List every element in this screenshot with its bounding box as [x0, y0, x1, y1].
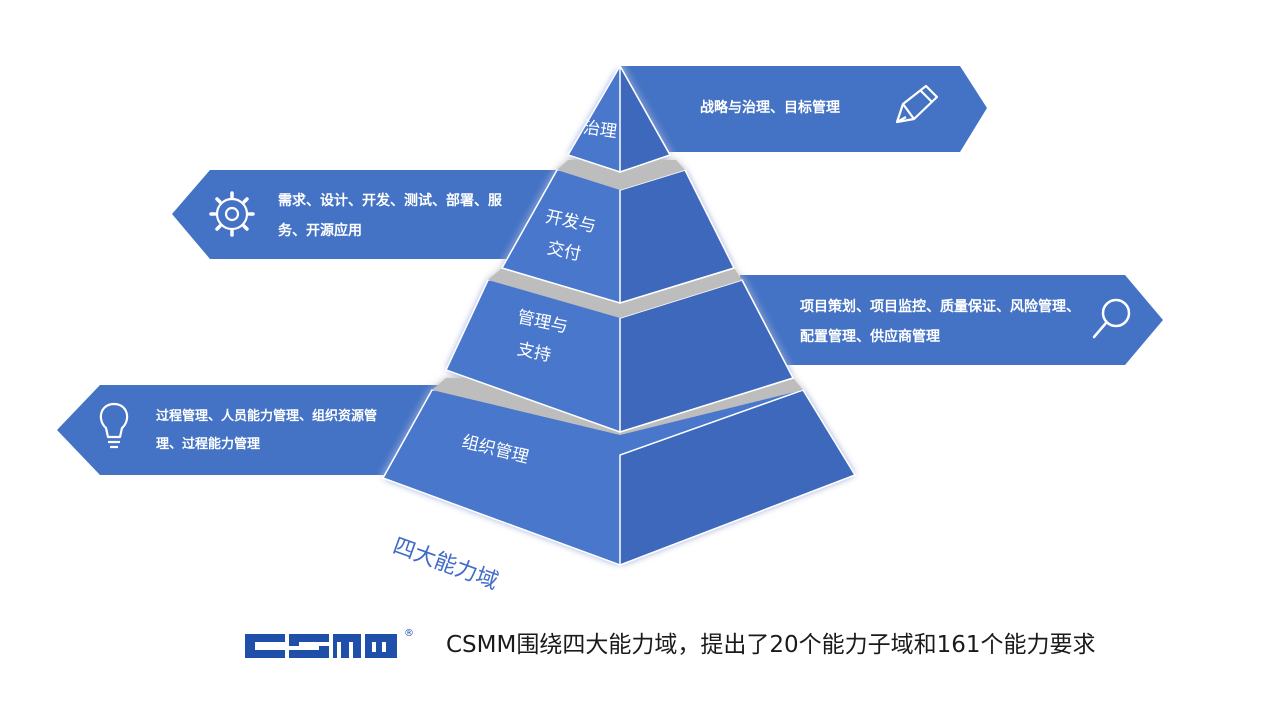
arrow-banner-organization: [57, 385, 440, 475]
tier-development-right-face: [619, 169, 736, 305]
arrow-banner-governance: [620, 66, 987, 152]
arrow-text-governance: 战略与治理、目标管理: [700, 100, 840, 116]
gear-icon: [209, 191, 255, 237]
footer-caption: CSMM围绕四大能力域，提出了20个能力子域和161个能力要求: [446, 632, 1096, 658]
arrow-banner-development: [172, 170, 560, 259]
csmm-logo: ®: [245, 628, 414, 658]
tier-management-right-face: [619, 279, 795, 434]
arrow-text-management: 项目策划、项目监控、质量保证、风险管理、配置管理、供应商管理: [800, 299, 1080, 345]
arrow-text-organization: 过程管理、人员能力管理、组织资源管理、过程能力管理: [156, 409, 378, 452]
pyramid: [381, 63, 857, 567]
arrow-text-development: 需求、设计、开发、测试、部署、服务、开源应用: [278, 193, 502, 239]
pencil-icon: [895, 84, 939, 124]
magnifier-icon: [1092, 298, 1131, 339]
tier-organization-right-face: [619, 389, 857, 567]
lightbulb-icon: [99, 402, 129, 449]
tier-gap-1: [557, 160, 685, 190]
registered-mark: ®: [404, 628, 414, 639]
tier-governance-right-face: [619, 63, 672, 174]
arrow-banner-management: [740, 275, 1163, 365]
tier-label-governance: 治理: [582, 118, 618, 143]
